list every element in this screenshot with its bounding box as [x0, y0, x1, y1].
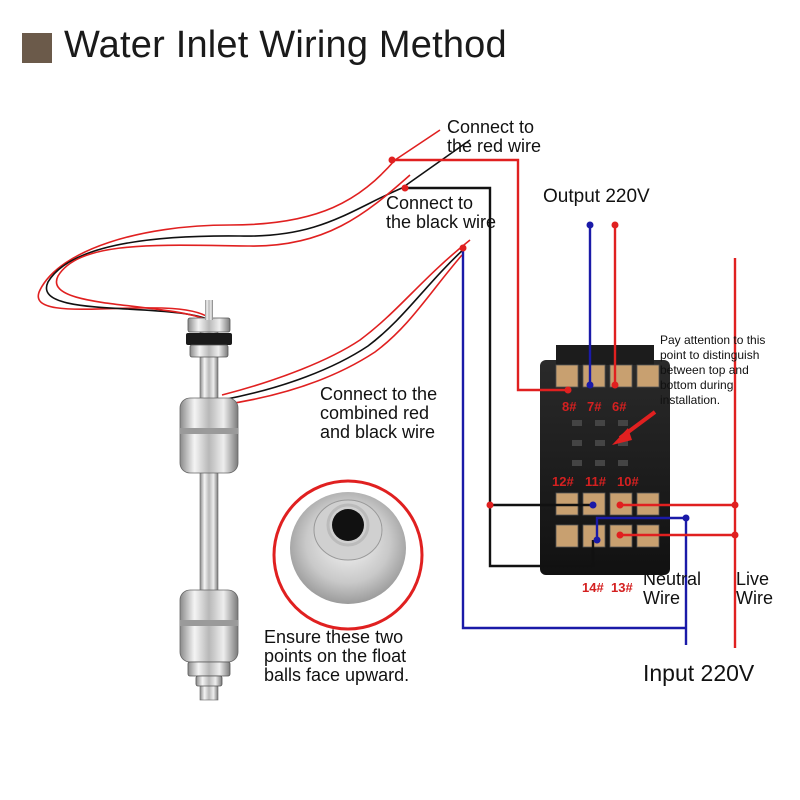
label-output-220v: Output 220V [543, 186, 650, 207]
junction-dots [388, 156, 739, 544]
relay-socket [540, 345, 670, 575]
label-combined-wire: Connect to the combined red and black wi… [320, 384, 438, 442]
label-install-note: Pay attention to this point to distingui… [660, 333, 766, 407]
label-live-wire: Live Wire [736, 569, 773, 608]
pin-label-6: 6# [612, 399, 627, 414]
label-connect-red: Connect to the red wire [447, 117, 542, 156]
pin-label-11: 11# [585, 474, 606, 489]
float-ball-zoom [272, 479, 424, 631]
page-title: Water Inlet Wiring Method [64, 24, 507, 66]
label-input-220v: Input 220V [643, 660, 755, 686]
float-switch [179, 300, 239, 701]
label-neutral-wire: Neutral Wire [643, 569, 702, 608]
pin-label-14: 14# [582, 580, 604, 595]
pin-label-10: 10# [617, 474, 639, 489]
label-ensure-upward: Ensure these two points on the float bal… [264, 627, 410, 685]
pin-label-13: 13# [611, 580, 633, 595]
pin-label-12: 12# [552, 474, 574, 489]
label-connect-black: Connect to the black wire [386, 193, 497, 232]
float-wires [37, 129, 471, 406]
pin-label-8: 8# [562, 399, 577, 414]
pin-label-7: 7# [587, 399, 602, 414]
title-square-icon [22, 33, 52, 63]
wiring-lines [392, 158, 737, 648]
